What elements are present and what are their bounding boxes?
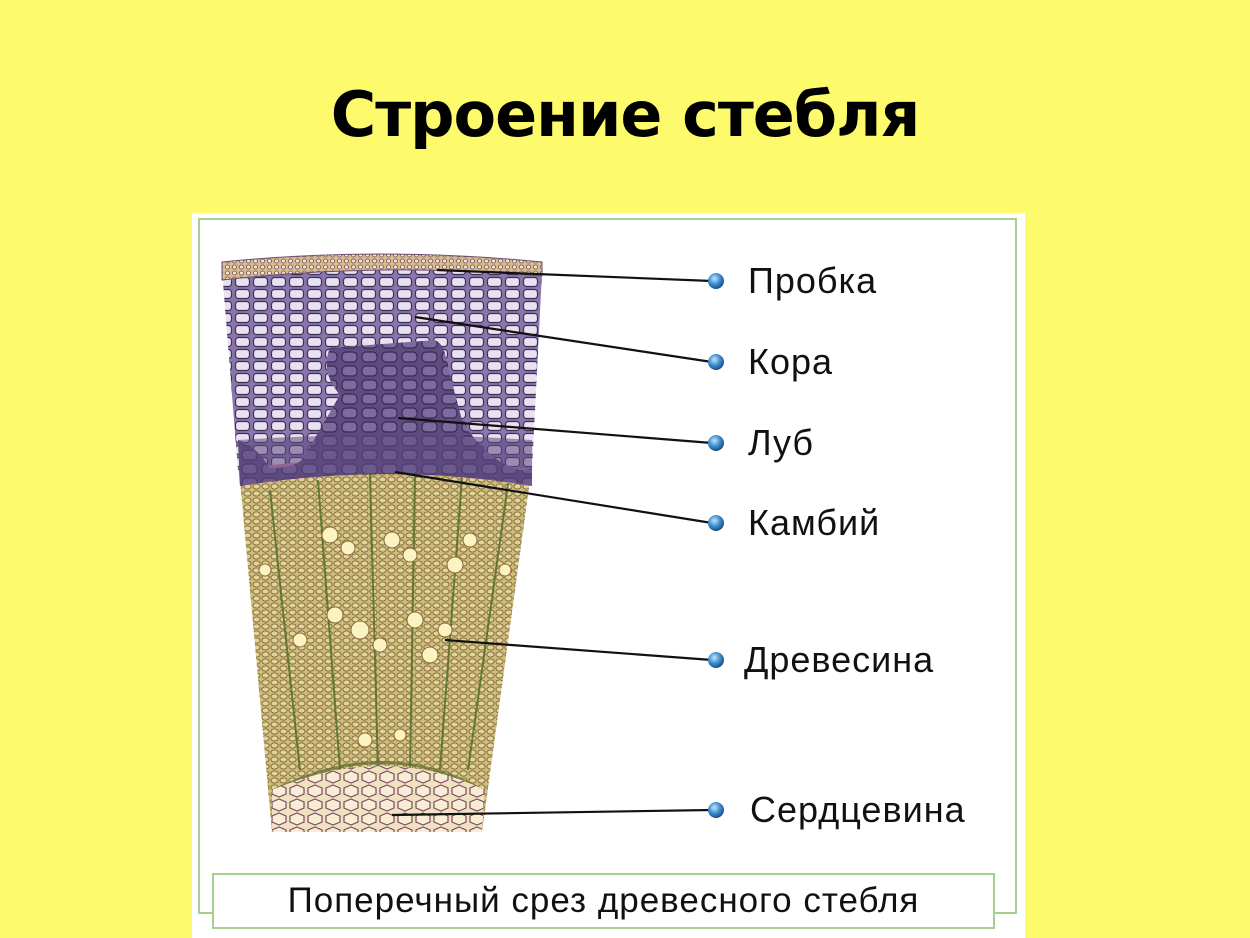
diagram-caption: Поперечный срез древесного стебля: [212, 873, 995, 929]
cork-band: [221, 253, 543, 281]
label-phloem: Луб: [748, 422, 815, 463]
label-pith: Сердцевина: [750, 789, 966, 830]
label-markers: [708, 273, 724, 818]
label-cortex: Кора: [748, 341, 834, 382]
marker-ball-icon: [708, 354, 724, 370]
marker-ball-icon: [708, 435, 724, 451]
label-wood: Древесина: [744, 639, 935, 680]
pith-region: [272, 766, 485, 832]
marker-ball-icon: [708, 515, 724, 531]
phloem-region: [238, 340, 532, 486]
marker-ball-icon: [708, 802, 724, 818]
slide-title: Строение стебля: [330, 78, 921, 151]
marker-ball-icon: [708, 273, 724, 289]
wood-region: [240, 467, 530, 832]
label-cambium: Камбий: [748, 502, 881, 543]
label-cork: Пробка: [748, 260, 878, 301]
leader-lines: [391, 268, 713, 817]
marker-ball-icon: [708, 652, 724, 668]
